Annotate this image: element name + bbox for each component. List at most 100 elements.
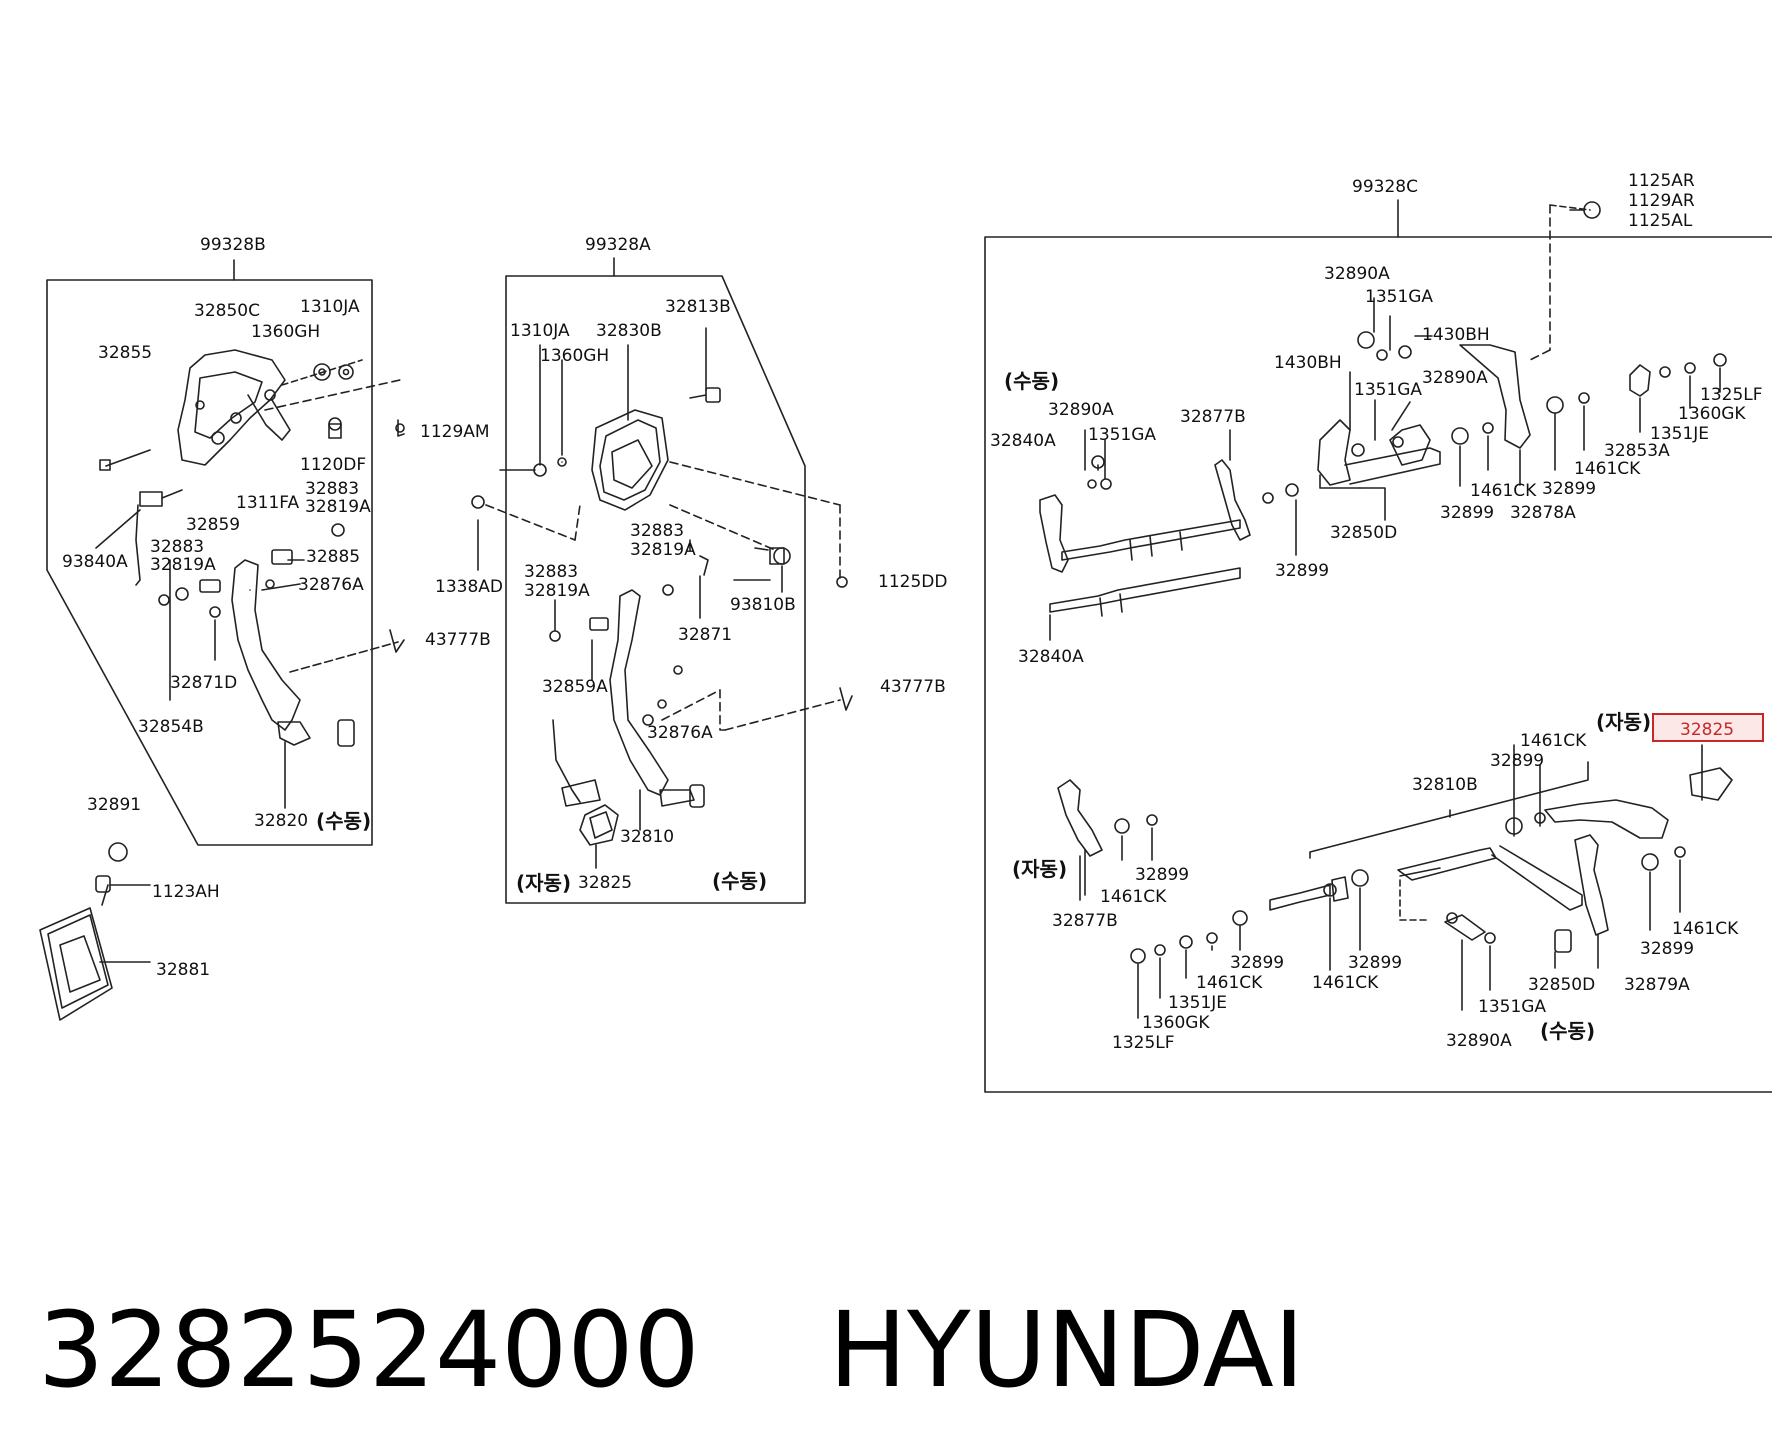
label-32820: 32820 (254, 811, 308, 831)
label-32850D: 32850D (1528, 975, 1595, 995)
label-manual: (수동) (1004, 369, 1059, 393)
label-32899: 32899 (1348, 953, 1402, 973)
accelerator-pedal (39, 842, 151, 1021)
label-1430BH: 1430BH (1422, 325, 1490, 345)
group-middle (471, 257, 853, 904)
label-32878A: 32878A (1510, 503, 1576, 523)
label-32877B: 32877B (1180, 407, 1246, 427)
label-32899: 32899 (1230, 953, 1284, 973)
label-32899: 32899 (1490, 751, 1544, 771)
label-93840A: 93840A (62, 552, 128, 572)
label-32825-highlighted: 32825 (1680, 720, 1734, 740)
label-1338AD: 1338AD (435, 577, 503, 597)
label-1310JA: 1310JA (300, 297, 360, 317)
label-1325LF: 1325LF (1112, 1033, 1175, 1053)
label-1351JE: 1351JE (1168, 993, 1227, 1013)
label-32871: 32871 (678, 625, 732, 645)
label-32850C: 32850C (194, 301, 260, 321)
group-left (46, 259, 405, 846)
label-32819A: 32819A (150, 555, 216, 575)
label-1461CK: 1461CK (1672, 919, 1739, 939)
label-1461CK: 1461CK (1196, 973, 1263, 993)
label-1461CK: 1461CK (1470, 481, 1537, 501)
label-32825: 32825 (578, 873, 632, 893)
label-32881: 32881 (156, 960, 210, 980)
label-32879A: 32879A (1624, 975, 1690, 995)
highlight-box (1652, 713, 1764, 742)
type-labels: (수동) (자동) (수동) (수동) (자동) (자동) (수동) (316, 369, 1651, 1043)
part-number: 3282524000 (38, 1289, 700, 1411)
label-1360GK: 1360GK (1142, 1013, 1210, 1033)
label-32899: 32899 (1135, 865, 1189, 885)
label-1461CK: 1461CK (1312, 973, 1379, 993)
label-1125AR: 1125AR (1628, 171, 1695, 191)
label-1125AL: 1125AL (1628, 211, 1693, 231)
label-manual: (수동) (1540, 1019, 1595, 1043)
label-32899: 32899 (1275, 561, 1329, 581)
label-1351GA: 1351GA (1365, 287, 1433, 307)
label-1360GK: 1360GK (1678, 404, 1746, 424)
label-43777B: 43777B (880, 677, 946, 697)
footer-caption: 3282524000 HYUNDAI (38, 1290, 1304, 1410)
label-automatic: (자동) (1012, 857, 1067, 881)
label-32855: 32855 (98, 343, 152, 363)
label-32877B: 32877B (1052, 911, 1118, 931)
label-manual: (수동) (712, 869, 767, 893)
label-32819A: 32819A (305, 497, 371, 517)
label-32899: 32899 (1542, 479, 1596, 499)
label-manual: (수동) (316, 809, 371, 833)
label-32899: 32899 (1640, 939, 1694, 959)
part-labels: 99328B 32850C 1310JA 1360GH 32855 1129AM… (62, 171, 1763, 1053)
label-1360GH: 1360GH (251, 322, 320, 342)
label-32890A: 32890A (1422, 368, 1488, 388)
label-32871D: 32871D (170, 673, 237, 693)
label-32876A: 32876A (647, 723, 713, 743)
label-32819A: 32819A (524, 581, 590, 601)
label-1351JE: 1351JE (1650, 424, 1709, 444)
label-1123AH: 1123AH (152, 882, 220, 902)
label-32891: 32891 (87, 795, 141, 815)
label-32810B: 32810B (1412, 775, 1478, 795)
label-32883: 32883 (524, 562, 578, 582)
label-1360GH: 1360GH (540, 346, 609, 366)
label-automatic: (자동) (516, 871, 571, 895)
label-99328C: 99328C (1352, 177, 1418, 197)
label-1351GA: 1351GA (1478, 997, 1546, 1017)
label-99328A: 99328A (585, 235, 651, 255)
label-1311FA: 1311FA (236, 493, 299, 513)
label-93810B: 93810B (730, 595, 796, 615)
label-32840A: 32840A (1018, 647, 1084, 667)
group-right (984, 199, 1772, 1093)
label-32899: 32899 (1440, 503, 1494, 523)
label-1325LF: 1325LF (1700, 385, 1763, 405)
label-1120DF: 1120DF (300, 455, 366, 475)
label-32859A: 32859A (542, 677, 608, 697)
label-99328B: 99328B (200, 235, 266, 255)
label-32813B: 32813B (665, 297, 731, 317)
label-32840A: 32840A (990, 431, 1056, 451)
label-32890A: 32890A (1048, 400, 1114, 420)
label-43777B: 43777B (425, 630, 491, 650)
label-1461CK: 1461CK (1100, 887, 1167, 907)
label-32854B: 32854B (138, 717, 204, 737)
label-32876A: 32876A (298, 575, 364, 595)
label-1351GA: 1351GA (1354, 380, 1422, 400)
label-1129AM: 1129AM (420, 422, 490, 442)
label-32853A: 32853A (1604, 441, 1670, 461)
label-1461CK: 1461CK (1574, 459, 1641, 479)
label-automatic: (자동) (1596, 710, 1651, 734)
brand-name: HYUNDAI (828, 1289, 1305, 1411)
label-32883: 32883 (150, 537, 204, 557)
label-32885: 32885 (306, 547, 360, 567)
label-32883: 32883 (630, 521, 684, 541)
label-1129AR: 1129AR (1628, 191, 1695, 211)
label-32819A: 32819A (630, 540, 696, 560)
label-1430BH: 1430BH (1274, 353, 1342, 373)
label-32883: 32883 (305, 479, 359, 499)
label-32859: 32859 (186, 515, 240, 535)
label-32810: 32810 (620, 827, 674, 847)
label-1461CK: 1461CK (1520, 731, 1587, 751)
label-32850D: 32850D (1330, 523, 1397, 543)
label-1310JA: 1310JA (510, 321, 570, 341)
